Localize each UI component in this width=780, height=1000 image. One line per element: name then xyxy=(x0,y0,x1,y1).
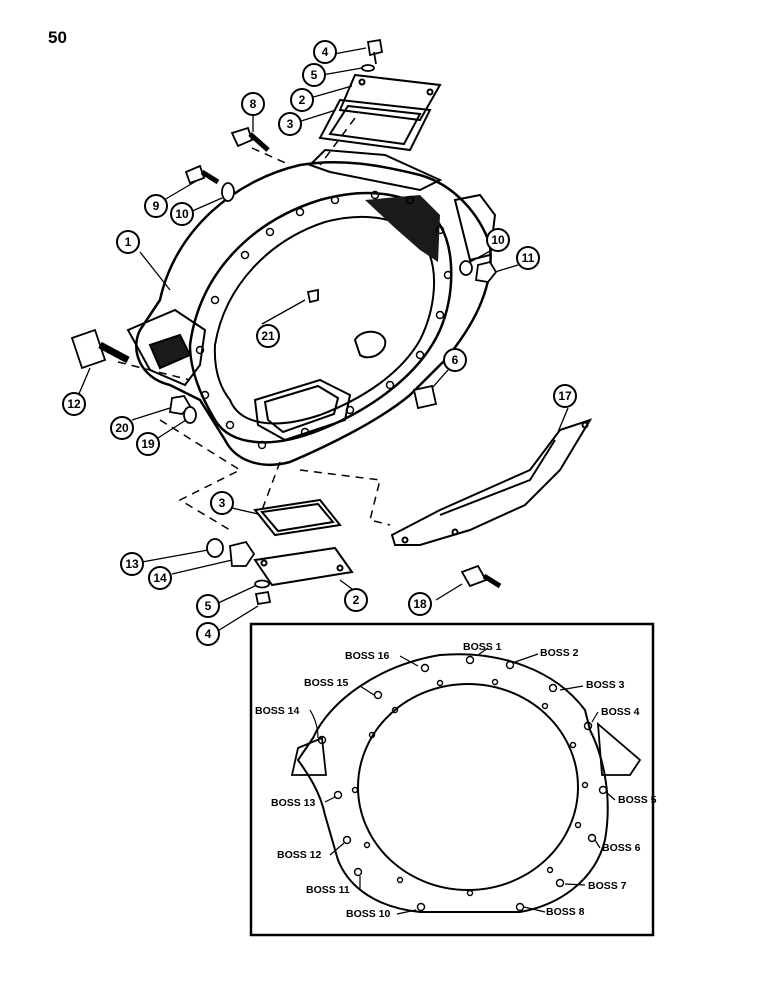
callout-3: 3 xyxy=(278,112,302,136)
boss-label-1: BOSS 1 xyxy=(463,641,502,653)
callout-18: 18 xyxy=(408,592,432,616)
lower-gasket xyxy=(253,498,342,537)
inspection-shield xyxy=(390,418,593,546)
callout-2: 2 xyxy=(290,88,314,112)
callout-3: 3 xyxy=(210,491,234,515)
callout-1: 1 xyxy=(116,230,140,254)
callout-2: 2 xyxy=(344,588,368,612)
callout-21: 21 xyxy=(256,324,280,348)
callout-9: 9 xyxy=(144,194,168,218)
boss-label-4: BOSS 4 xyxy=(601,706,640,718)
boss-inset-box xyxy=(249,622,655,937)
boss-label-13: BOSS 14 xyxy=(255,705,300,717)
boss-label-2: BOSS 2 xyxy=(540,647,579,659)
boss-label-15: BOSS 16 xyxy=(345,650,390,662)
callout-4: 4 xyxy=(313,40,337,64)
callout-5: 5 xyxy=(302,63,326,87)
callout-12: 12 xyxy=(62,392,86,416)
hardware xyxy=(70,38,502,606)
boss-label-11: BOSS 12 xyxy=(277,849,322,861)
boss-label-8: BOSS 8 xyxy=(546,906,585,918)
page-number: 50 xyxy=(48,28,67,47)
callout-5: 5 xyxy=(196,594,220,618)
callout-13: 13 xyxy=(120,552,144,576)
boss-label-10: BOSS 11 xyxy=(306,884,350,896)
callout-10: 10 xyxy=(170,202,194,226)
boss-label-9: BOSS 10 xyxy=(346,908,391,920)
top-cover-plate xyxy=(338,73,442,122)
callout-10: 10 xyxy=(486,228,510,252)
boss-label-7: BOSS 7 xyxy=(588,880,627,892)
alignment-lines xyxy=(117,117,391,531)
callout-19: 19 xyxy=(136,432,160,456)
callout-8: 8 xyxy=(241,92,265,116)
callout-labels xyxy=(77,47,569,633)
callout-14: 14 xyxy=(148,566,172,590)
boss-label-3: BOSS 3 xyxy=(586,679,625,691)
callout-17: 17 xyxy=(553,384,577,408)
lower-cover-plate xyxy=(253,546,354,587)
boss-label-6: BOSS 6 xyxy=(602,842,641,854)
callout-20: 20 xyxy=(110,416,134,440)
boss-label-5: BOSS 5 xyxy=(618,794,657,806)
boss-label-14: BOSS 15 xyxy=(304,677,349,689)
callout-4: 4 xyxy=(196,622,220,646)
flange-bolt-holes xyxy=(195,190,453,450)
callout-6: 6 xyxy=(443,348,467,372)
top-gasket xyxy=(318,98,432,152)
callout-11: 11 xyxy=(516,246,540,270)
flywheel-housing xyxy=(126,148,497,467)
boss-label-12: BOSS 13 xyxy=(271,797,316,809)
